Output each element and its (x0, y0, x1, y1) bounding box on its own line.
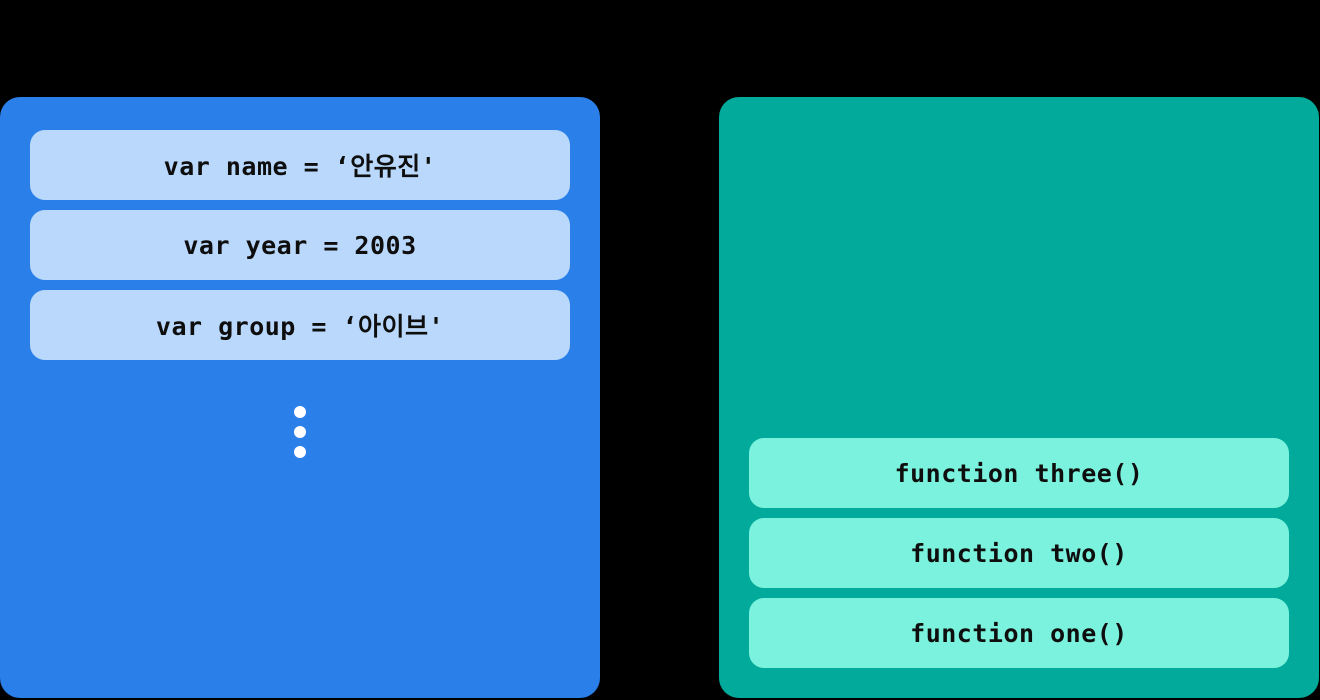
vertical-ellipsis-icon (30, 406, 570, 458)
call-stack-panel: function three() function two() function… (719, 97, 1319, 698)
ellipsis-dot (294, 426, 306, 438)
function-frame-row: function one() (749, 598, 1289, 668)
ellipsis-dot (294, 446, 306, 458)
variable-declaration-text: var name = ‘안유진' (163, 152, 437, 181)
variable-row: var name = ‘안유진' (30, 130, 570, 200)
function-frame-text: function two() (910, 538, 1128, 568)
variable-row: var group = ‘아이브' (30, 290, 570, 360)
function-frame-text: function three() (894, 458, 1144, 488)
ellipsis-dot (294, 406, 306, 418)
variable-row: var year = 2003 (30, 210, 570, 280)
function-frame-text: function one() (910, 618, 1128, 648)
variable-declaration-text: var group = ‘아이브' (155, 312, 445, 341)
function-frame-row: function three() (749, 438, 1289, 508)
function-frame-row: function two() (749, 518, 1289, 588)
variables-memory-panel: var name = ‘안유진' var year = 2003 var gro… (0, 97, 600, 698)
variable-declaration-text: var year = 2003 (183, 230, 417, 260)
